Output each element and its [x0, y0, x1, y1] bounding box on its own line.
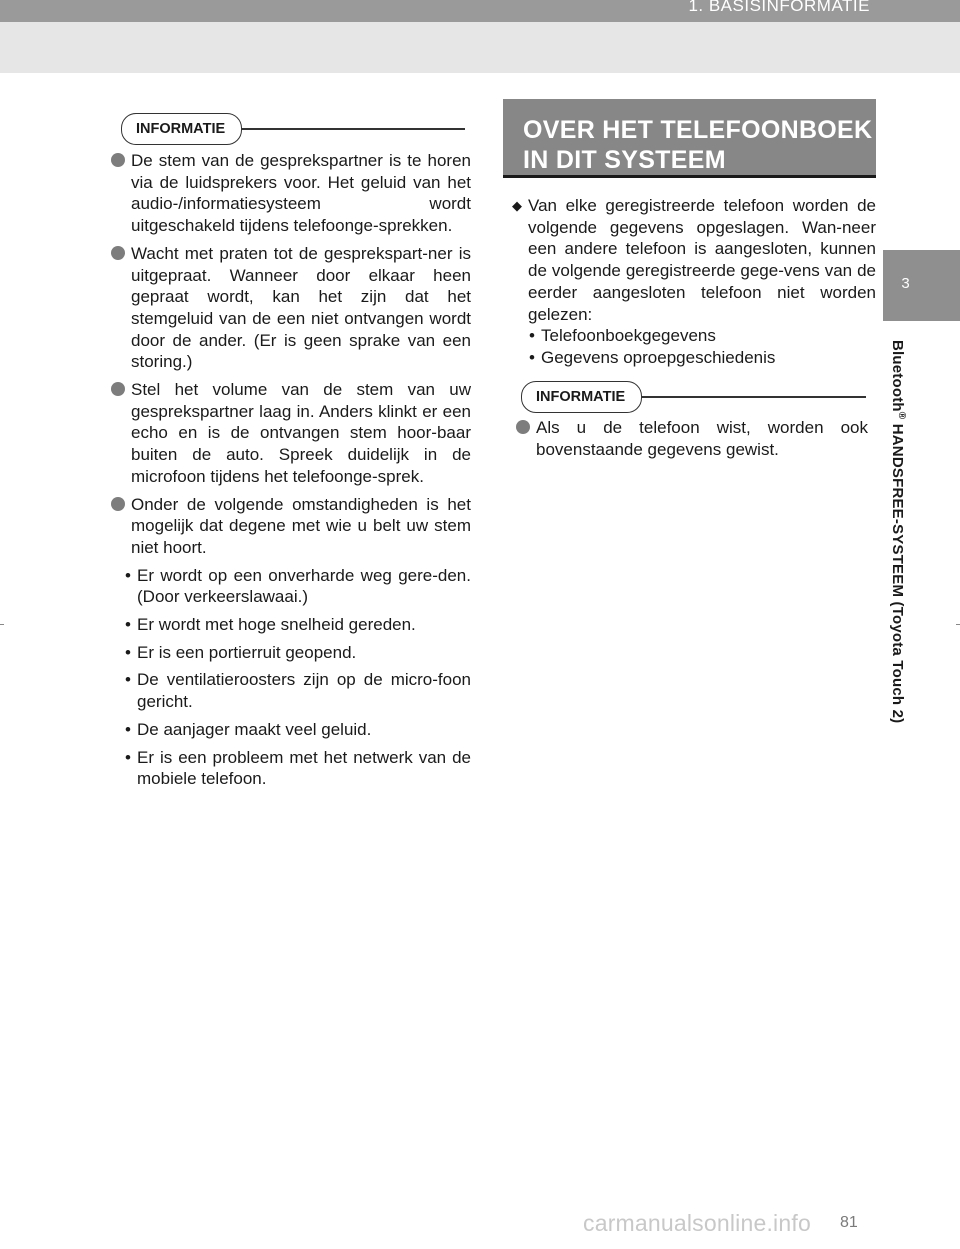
sub-list-item: Gegevens oproepgeschiedenis — [527, 347, 876, 369]
list-item: Als u de telefoon wist, worden ook boven… — [516, 417, 868, 460]
crop-mark — [0, 624, 4, 625]
crop-mark — [956, 624, 960, 625]
sub-list-item: Er wordt op een onverharde weg gere-den.… — [111, 565, 471, 608]
bullet-icon — [516, 420, 530, 434]
watermark: carmanualsonline.info — [583, 1210, 811, 1236]
bullet-icon — [111, 245, 125, 260]
list-item: Stel het volume van de stem van uw gespr… — [111, 379, 471, 488]
sub-list-item: Er wordt met hoge snelheid gereden. — [111, 614, 471, 636]
sub-list-item: Er is een portierruit geopend. — [111, 642, 471, 664]
right-intro: ◆Van elke geregistreerde telefoon worden… — [510, 195, 876, 369]
left-column: De stem van de gesprekspartner is te hor… — [111, 150, 471, 796]
info-label-left: INFORMATIE — [121, 113, 243, 145]
chapter-title: Bluetooth® HANDSFREE-SYSTEEM (Toyota Tou… — [889, 340, 907, 724]
list-item: Onder de volgende omstandigheden is het … — [111, 494, 471, 559]
info-label-right: INFORMATIE — [521, 381, 643, 413]
bullet-icon — [111, 153, 125, 167]
page-number: 81 — [840, 1214, 858, 1231]
bullet-icon — [111, 382, 125, 397]
info-rule-left — [125, 128, 465, 130]
section-title-rule — [503, 175, 876, 178]
sub-list-item: De aanjager maakt veel geluid. — [111, 719, 471, 741]
section-title-box — [503, 99, 876, 175]
diamond-bullet-icon: ◆ — [512, 198, 522, 213]
chapter-tab — [883, 250, 960, 321]
list-item: Wacht met praten tot de gesprekspart-ner… — [111, 243, 471, 373]
sub-list-item: Er is een probleem met het netwerk van d… — [111, 747, 471, 790]
bullet-icon — [111, 496, 125, 511]
list-item: De stem van de gesprekspartner is te hor… — [111, 150, 471, 237]
chapter-number: 3 — [901, 275, 910, 292]
right-info: Als u de telefoon wist, worden ook boven… — [516, 417, 868, 466]
header-bar — [0, 0, 960, 22]
list-item: ◆Van elke geregistreerde telefoon worden… — [512, 196, 876, 324]
sub-list-item: De ventilatieroosters zijn op de micro-f… — [111, 669, 471, 712]
info-rule-right — [526, 396, 866, 398]
sub-list-item: Telefoonboekgegevens — [527, 325, 876, 347]
section-header: 1. BASISINFORMATIE — [688, 0, 870, 15]
